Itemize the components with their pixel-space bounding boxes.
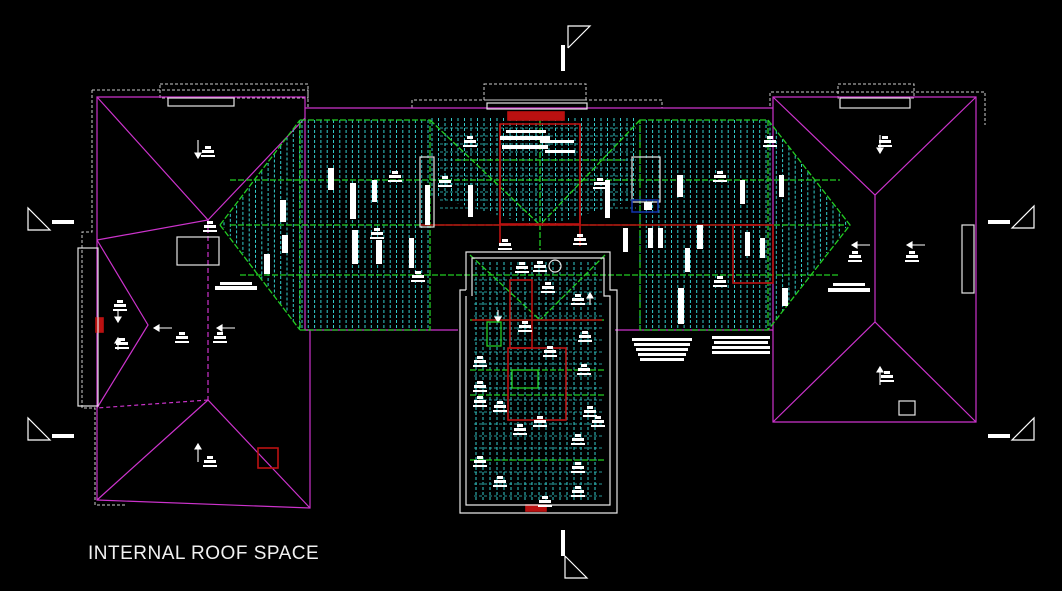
label-tag-icon (513, 424, 527, 435)
label-tag-icon (577, 364, 591, 375)
label-tag-icon (473, 356, 487, 367)
fall-arrow-icon (114, 310, 122, 324)
label-tag-icon (713, 276, 727, 287)
member-label (350, 183, 356, 219)
member-label (372, 180, 377, 202)
label-tag-icon (763, 136, 777, 147)
label-tag-icon (203, 221, 217, 232)
tank-green-box (486, 321, 539, 389)
label-tag-icon (203, 456, 217, 467)
label-tag-icon (571, 486, 585, 497)
label-tag-icon (115, 338, 129, 349)
label-tag-icon (713, 171, 727, 182)
section-marker-icon (27, 25, 1035, 579)
member-label (678, 288, 684, 324)
label-tag-icon (370, 228, 384, 239)
member-label (409, 238, 414, 268)
steel-members (95, 111, 774, 512)
label-tag-icon (905, 251, 919, 262)
fall-arrow-icon (194, 442, 202, 462)
label-tag-icon (878, 136, 892, 147)
label-tag-icon (473, 396, 487, 407)
label-tag-icon (538, 496, 552, 507)
label-tag-icon (533, 416, 547, 427)
label-tag-icon (473, 456, 487, 467)
label-tag-icon (411, 271, 425, 282)
label-tag-icon (113, 136, 919, 507)
label-tag-icon (880, 371, 894, 382)
label-tag-icon (583, 406, 597, 417)
dashed-outline (81, 83, 986, 506)
member-label (745, 232, 750, 256)
label-tag-icon (175, 332, 189, 343)
building-walls (77, 97, 975, 514)
label-tag-icon (473, 381, 487, 392)
member-label (685, 248, 690, 272)
fall-arrow-icon (194, 140, 202, 160)
member-label (740, 180, 745, 204)
member-label (779, 175, 784, 197)
fall-arrow-icon (905, 241, 925, 249)
fall-arrow-icon (876, 135, 884, 155)
member-label (376, 240, 382, 264)
member-label (328, 168, 334, 190)
member-label (425, 185, 430, 225)
label-tag-icon (518, 321, 532, 332)
label-tag-icon (113, 300, 127, 311)
label-tag-icon (571, 294, 585, 305)
label-tag-icon (571, 434, 585, 445)
label-tag-icon (201, 146, 215, 157)
label-tag-icon (515, 262, 529, 273)
label-tag-icon (543, 346, 557, 357)
fall-arrow-icon (215, 324, 235, 332)
label-tag-icon (493, 476, 507, 487)
label-tag-icon (388, 171, 402, 182)
water-tank-icon (631, 199, 659, 213)
member-label (782, 288, 788, 306)
member-label (605, 180, 610, 218)
fall-arrow-icon (494, 310, 502, 324)
drawing-title: INTERNAL ROOF SPACE (88, 543, 320, 564)
fall-arrow-icon (850, 241, 870, 249)
member-label (697, 225, 703, 249)
member-label (280, 200, 286, 222)
fall-arrow-icon (586, 291, 594, 305)
label-tag-icon (578, 331, 592, 342)
label-tag-icon (498, 239, 512, 250)
member-label (760, 238, 765, 258)
label-tag-icon (593, 178, 607, 189)
member-label (648, 228, 653, 248)
label-tag-icon (571, 462, 585, 473)
label-tag-icon (438, 176, 452, 187)
label-tag-icon (493, 401, 507, 412)
label-tag-icon (573, 234, 587, 245)
member-label (282, 235, 288, 253)
member-label (468, 185, 473, 217)
label-tag-icon (541, 282, 555, 293)
member-label (677, 175, 683, 197)
member-labels (264, 168, 788, 324)
member-label (658, 228, 663, 248)
member-label (623, 228, 628, 252)
label-tag-icon (213, 332, 227, 343)
fall-arrow-icon (152, 324, 172, 332)
label-tag-icon (463, 136, 477, 147)
label-tag-icon (848, 251, 862, 262)
member-label (264, 254, 270, 274)
label-tag-icon (533, 261, 547, 272)
fall-arrow-icon (114, 135, 925, 462)
note-blocks (215, 130, 870, 361)
label-tag-icon (591, 416, 605, 427)
member-label (352, 230, 358, 264)
right-wing-roof (772, 96, 977, 423)
section-marker-bars (52, 45, 1010, 556)
